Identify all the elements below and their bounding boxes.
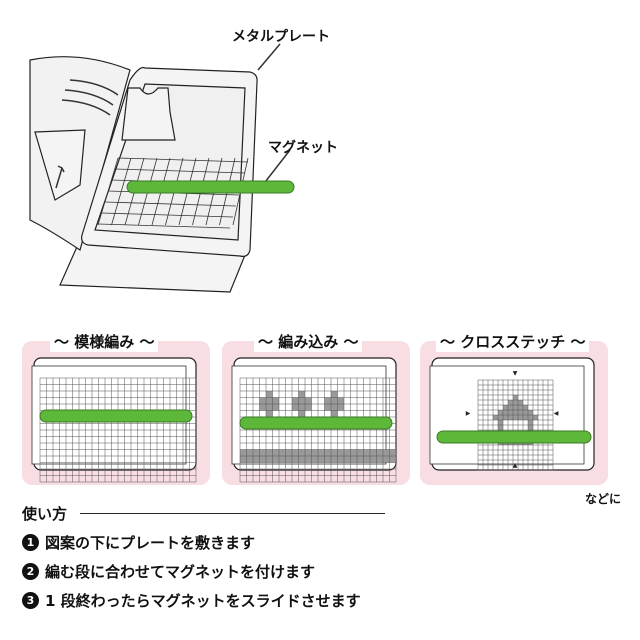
step-number: 2 — [22, 563, 39, 580]
example-illustrations: ▼ ▲ ▶ ◀ — [31, 357, 595, 483]
step-3: 3 1 段終わったらマグネットをスライドさせます — [22, 590, 361, 611]
center-marker-icon: ◀ — [554, 410, 559, 417]
center-marker-icon: ▼ — [513, 370, 518, 377]
step-text: 1 段終わったらマグネットをスライドさせます — [45, 592, 361, 610]
magnet-bar — [126, 180, 295, 194]
center-marker-icon: ▶ — [466, 410, 471, 417]
step-2: 2 編む段に合わせてマグネットを付けます — [22, 561, 315, 582]
label-magnet: マグネット — [268, 140, 338, 156]
center-marker-icon: ▲ — [513, 462, 518, 469]
step-number: 3 — [22, 592, 39, 609]
etc-note: などに — [585, 492, 622, 506]
howto-heading: 使い方 — [22, 505, 68, 523]
step-text: 図案の下にプレートを敷きます — [45, 534, 256, 552]
magnet-bar — [239, 416, 393, 430]
magnet-bar — [39, 409, 193, 423]
panel-title: ～ クロスステッチ ～ — [436, 331, 590, 352]
label-metal-plate: メタルプレート — [232, 29, 330, 45]
step-1: 1 図案の下にプレートを敷きます — [22, 532, 255, 553]
magnet-bar — [436, 430, 592, 444]
panel-title: ～ 編み込み ～ — [254, 331, 363, 352]
step-number: 1 — [22, 534, 39, 551]
tank-top-icon — [121, 87, 176, 141]
panel-title: ～ 模様編み ～ — [50, 331, 159, 352]
divider — [80, 513, 385, 514]
step-text: 編む段に合わせてマグネットを付けます — [45, 563, 316, 581]
book-illustration — [29, 43, 295, 293]
